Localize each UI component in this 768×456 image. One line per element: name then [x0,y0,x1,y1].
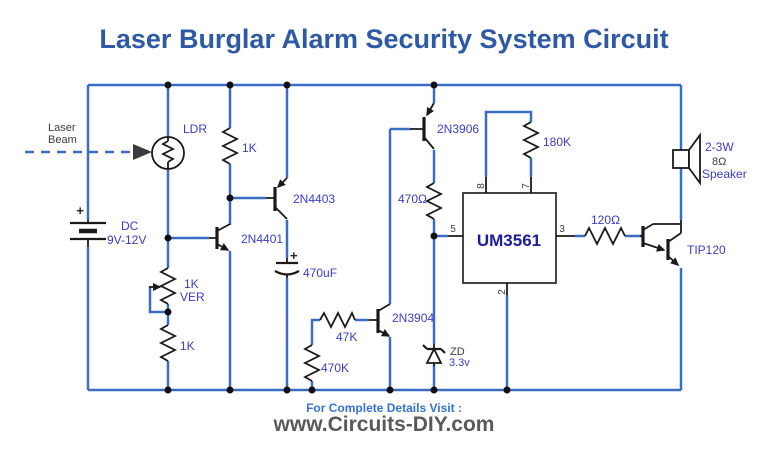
transistor-2n4401 [209,223,231,251]
battery-label-1: DC [121,219,139,233]
transistor-2n4403-label: 2N4403 [293,192,335,206]
transistor-2n4403 [266,177,288,220]
junction-dots [164,81,511,394]
page-title: Laser Burglar Alarm Security System Circ… [99,24,669,54]
speaker-label-2: 8Ω [712,156,726,168]
resistor-1k-top [220,127,240,165]
transistor-tip120 [640,220,682,267]
pot-label-2: VER [180,290,205,304]
resistor-470ohm-label: 470Ω [398,192,427,206]
resistor-1k-bottom [158,324,178,362]
footer-site-url: www.Circuits-DIY.com [273,413,495,436]
ic-pin7-label: 7 [521,183,532,189]
laser-beam-arrow [25,144,152,160]
resistor-47k-label: 47K [336,330,357,344]
transistor-2n3906-label: 2N3906 [437,122,479,136]
power-rails [86,83,683,392]
ic-pin8-label: 8 [476,183,487,189]
ic-um3561-body [448,177,575,295]
potentiometer-1k-ver [149,267,178,305]
transistor-2n3906 [410,102,435,150]
transistor-tip120-label: TIP120 [687,243,726,257]
laser-beam-label-2: Beam [48,134,77,146]
resistor-120ohm [584,225,626,247]
zener-diode-symbol [422,344,446,366]
ic-pin5-label: 5 [450,224,456,235]
ldr-symbol [151,136,185,170]
resistor-47k [319,310,356,330]
pot-label-1: 1K [184,277,199,291]
ic-um3561-label: UM3561 [477,231,541,250]
resistor-470k [302,344,322,382]
capacitor-470uf-symbol [274,258,300,278]
zener-label-2: 3.3v [449,357,470,369]
speaker-label-3: Speaker [702,167,747,181]
resistor-180k-label: 180K [543,135,571,149]
resistor-120ohm-label: 120Ω [591,213,620,227]
resistor-470ohm [424,182,444,220]
battery-plus-sign: + [76,203,84,218]
footer-visit-text: For Complete Details Visit : [306,401,462,415]
resistor-470k-label: 470K [321,361,349,375]
transistor-2n3904-label: 2N3904 [392,311,434,325]
ldr-label: LDR [183,122,207,136]
resistor-1k-bottom-label: 1K [180,339,195,353]
speaker-symbol [672,132,701,186]
transistor-2n4401-label: 2N4401 [241,232,283,246]
capacitor-plus-sign: + [290,248,298,263]
speaker-label-1: 2-3W [705,140,734,154]
ic-pin2-label: 2 [497,289,508,295]
battery-symbol [70,220,106,247]
transistor-2n3904 [369,303,391,337]
ic-pin3-label: 3 [559,224,565,235]
laser-beam-label-1: Laser [48,122,76,134]
resistor-180k [521,121,541,159]
resistor-1k-top-label: 1K [242,141,257,155]
zener-label-1: ZD [450,346,465,358]
capacitor-470uf-label: 470uF [303,266,337,280]
battery-label-2: 9V-12V [107,233,146,247]
